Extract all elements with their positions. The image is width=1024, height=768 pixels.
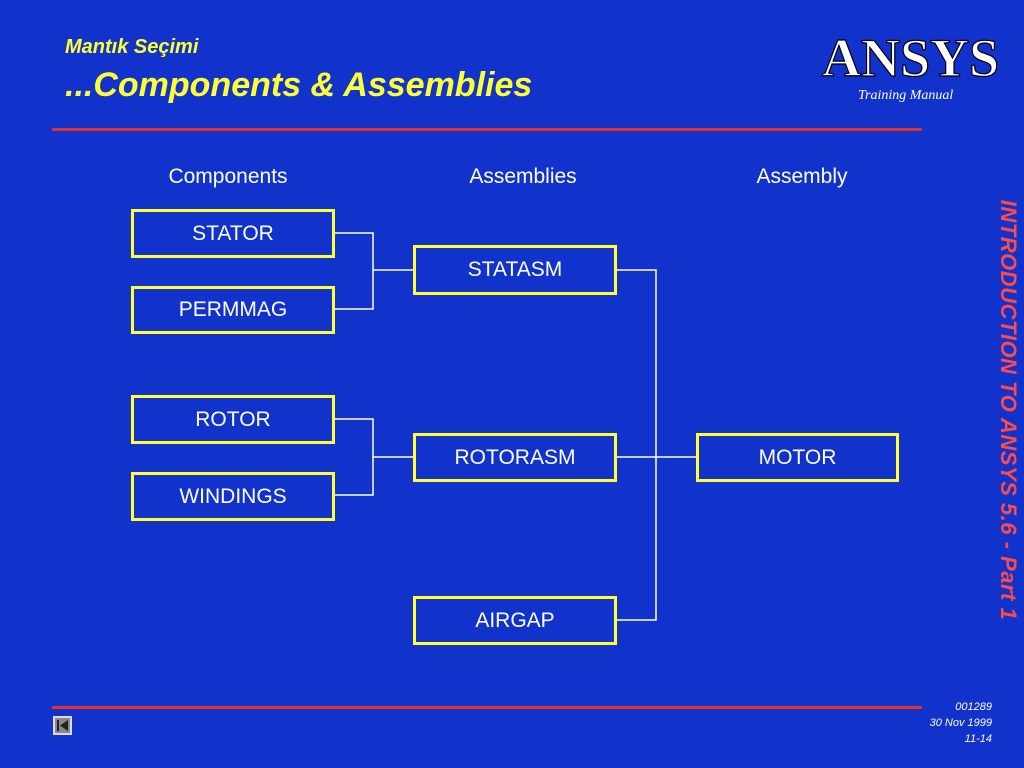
component-box-windings: WINDINGS xyxy=(131,472,335,521)
component-label: PERMMAG xyxy=(178,298,288,321)
stator-permmag-connector xyxy=(335,232,374,310)
top-assembly-label: MOTOR xyxy=(758,445,837,469)
component-label: ROTOR xyxy=(195,407,271,431)
components-header: Components xyxy=(168,165,288,188)
footer-info: 001289 30 Nov 1999 11-14 xyxy=(930,699,992,747)
rotor-windings-connector xyxy=(335,418,374,496)
assembly-box-motor: MOTOR xyxy=(696,433,899,482)
slide-subtitle: Mantık Seçimi xyxy=(65,36,199,58)
back-arrow-icon xyxy=(57,720,68,731)
assembly-box-airgap: AIRGAP xyxy=(413,596,617,645)
component-label: WINDINGS xyxy=(179,484,287,508)
assembly-box-statasm: STATASM xyxy=(413,245,617,295)
component-box-rotor: ROTOR xyxy=(131,395,335,444)
assembly-label: STATASM xyxy=(467,258,563,281)
component-box-permmag: PERMMAG xyxy=(131,286,335,334)
previous-slide-button[interactable] xyxy=(53,716,72,735)
footer-page: 11-14 xyxy=(964,733,992,745)
bottom-divider xyxy=(52,706,922,709)
assemblies-header: Assemblies xyxy=(469,165,577,188)
assembly-box-rotorasm: ROTORASM xyxy=(413,433,617,482)
top-divider xyxy=(52,128,922,131)
training-manual-label: Training Manual xyxy=(858,88,954,103)
assemblies-connector xyxy=(617,269,657,621)
assembly-label: ROTORASM xyxy=(454,445,576,469)
slide-title: ...Components & Assemblies xyxy=(65,66,533,104)
assembly-label: AIRGAP xyxy=(475,608,555,632)
footer-date: 30 Nov 1999 xyxy=(929,717,992,729)
assembly-header: Assembly xyxy=(756,165,848,188)
component-label: STATOR xyxy=(192,221,274,245)
component-box-stator: STATOR xyxy=(131,209,335,258)
footer-code: 001289 xyxy=(955,701,992,713)
svg-text:ANSYS: ANSYS xyxy=(822,30,999,82)
ansys-logo: ANSYS xyxy=(822,30,1000,82)
